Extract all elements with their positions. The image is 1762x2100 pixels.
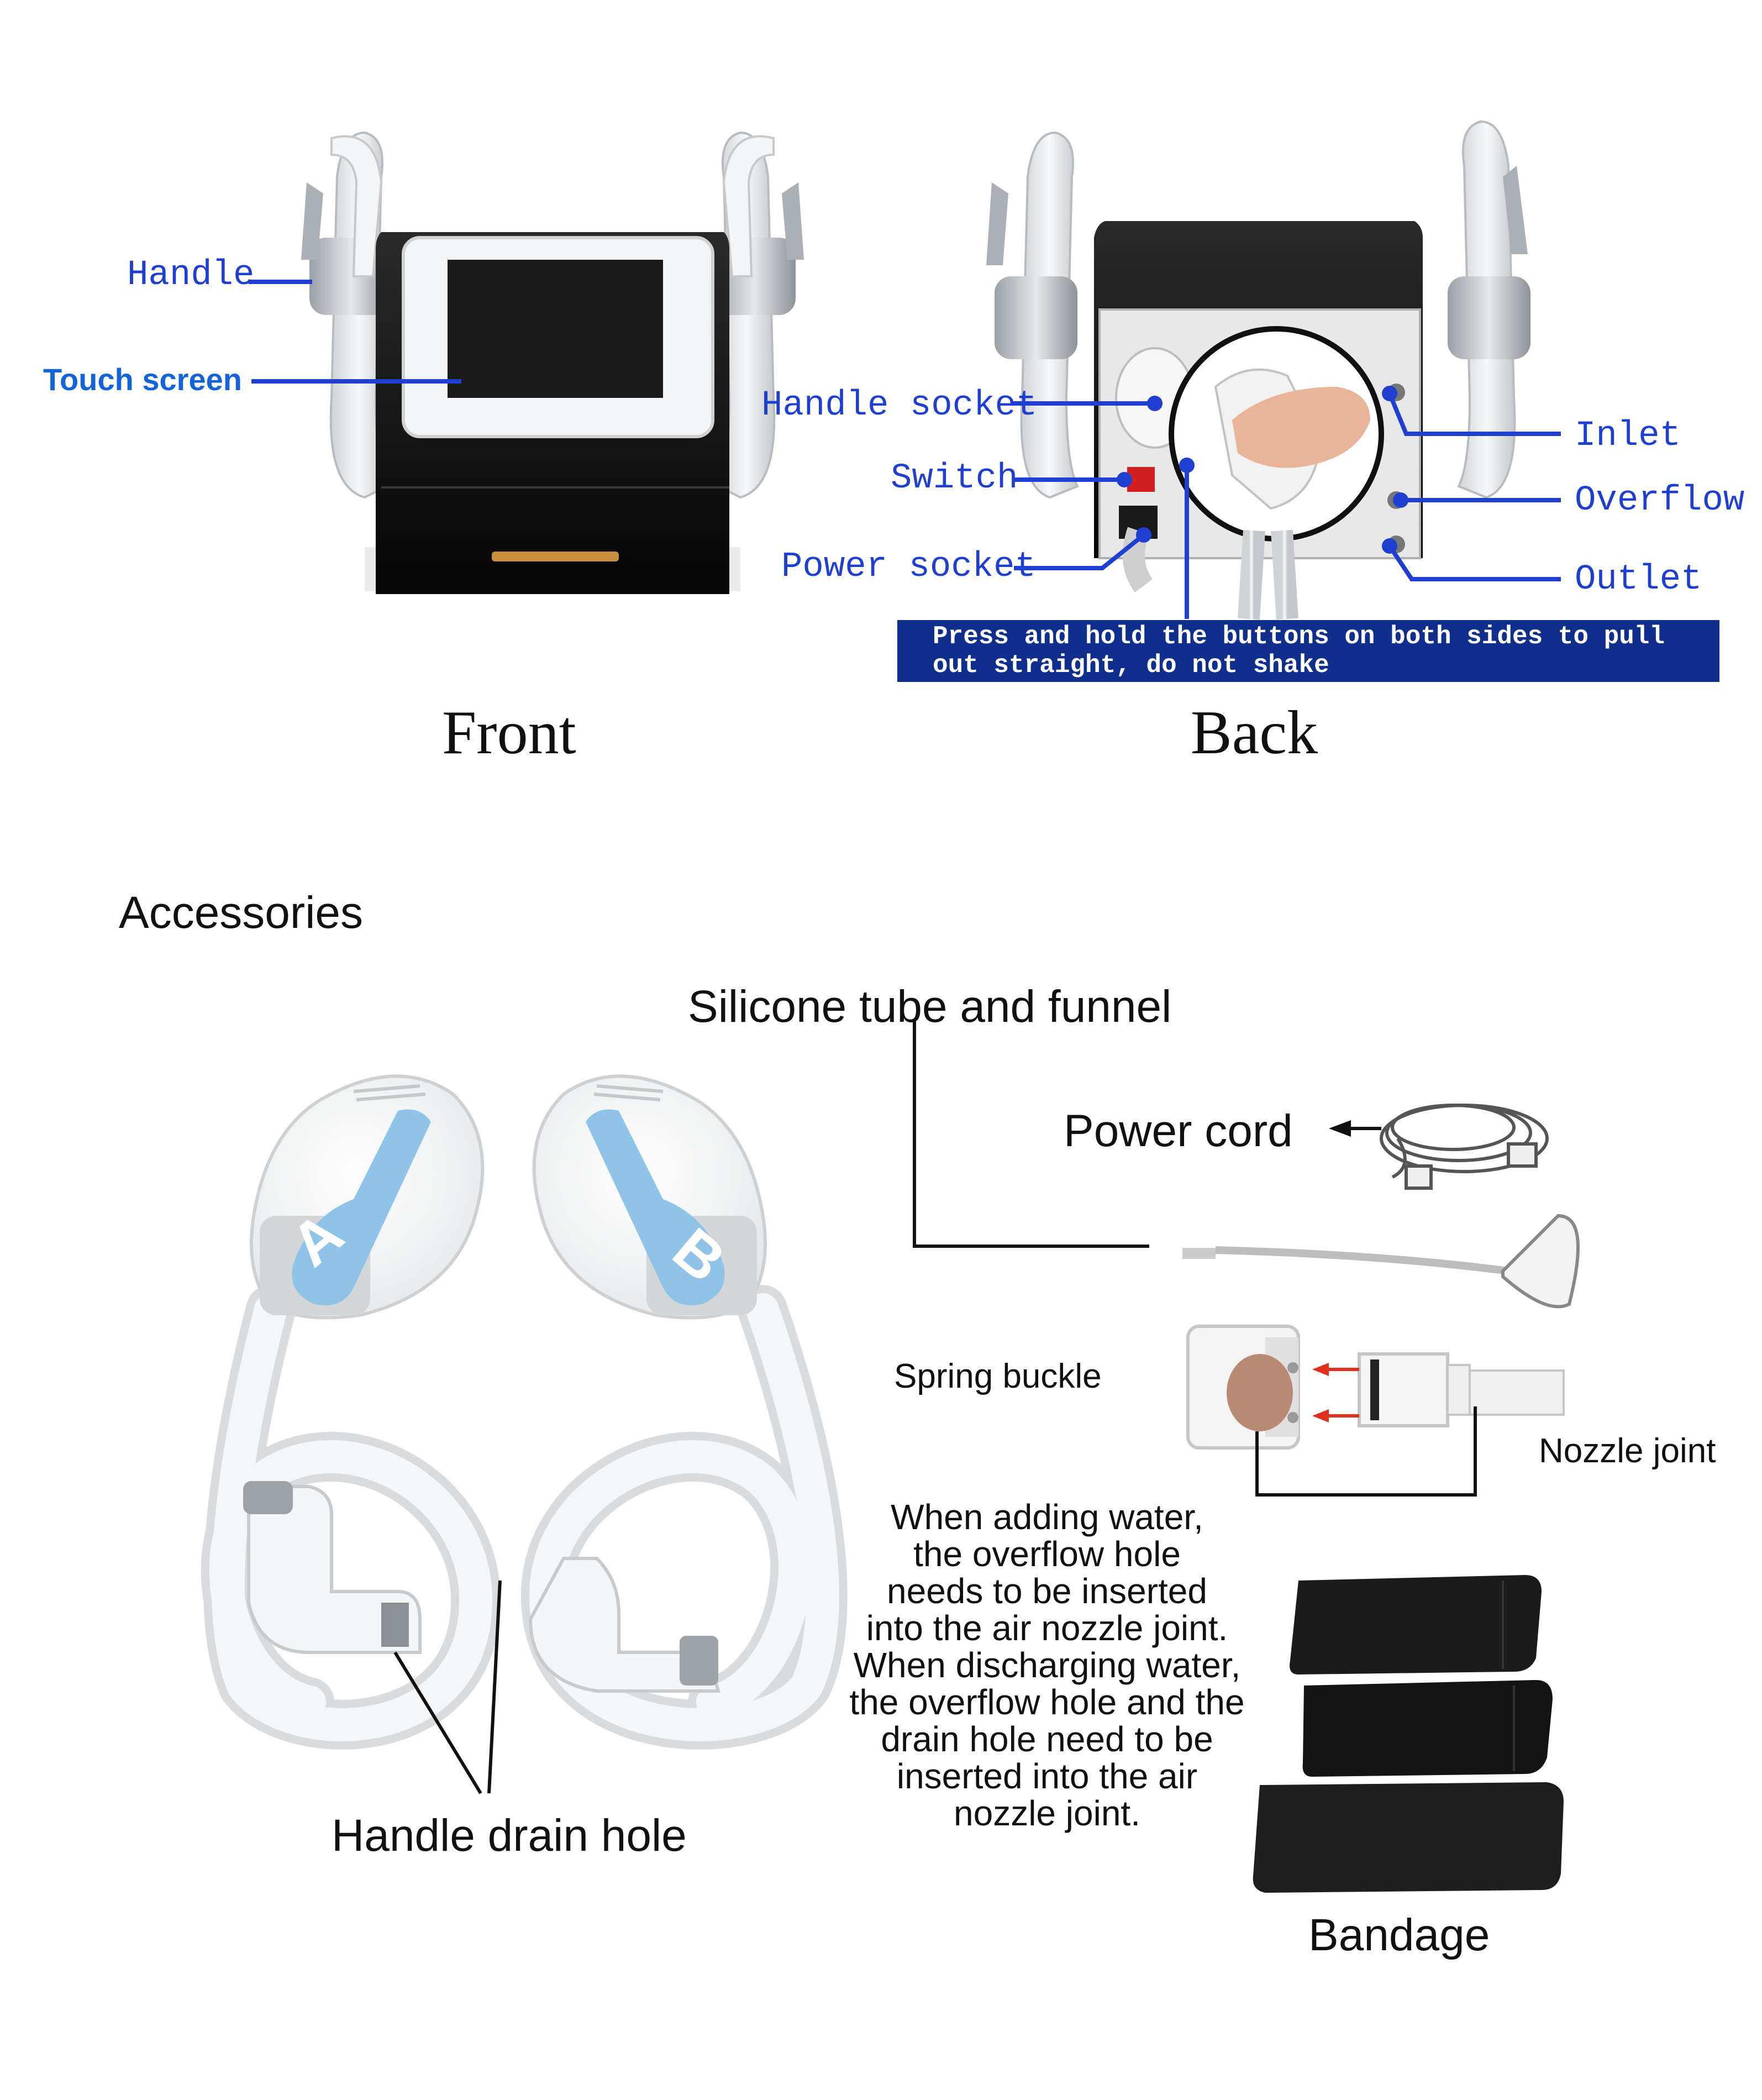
note-line: drain hole need to be [818, 1721, 1276, 1758]
label-overflow: Overflow [1575, 481, 1744, 521]
caption-back: Back [1191, 697, 1318, 769]
label-power-socket: Power socket [781, 547, 1036, 587]
label-silicone-tube: Silicone tube and funnel [688, 981, 1171, 1033]
banner-line-1: Press and hold the buttons on both sides… [933, 622, 1719, 651]
bandage-image [1253, 1575, 1564, 1893]
power-cord-arrow [1329, 1120, 1381, 1137]
note-line: the overflow hole and the [818, 1684, 1276, 1721]
handles-ab-image [226, 1076, 823, 1725]
note-line: needs to be inserted [818, 1573, 1276, 1610]
note-line: nozzle joint. [818, 1795, 1276, 1832]
label-outlet: Outlet [1575, 560, 1702, 600]
label-nozzle-joint: Nozzle joint [1539, 1431, 1716, 1471]
note-line: into the air nozzle joint. [818, 1610, 1276, 1647]
accessories-heading: Accessories [119, 887, 363, 939]
note-line: When adding water, [818, 1499, 1276, 1536]
label-bandage: Bandage [1308, 1909, 1490, 1961]
label-handle-drain-hole: Handle drain hole [332, 1810, 687, 1862]
water-instruction-note: When adding water, the overflow hole nee… [818, 1499, 1276, 1832]
nozzle-joint-image [1359, 1354, 1564, 1426]
touch-screen-display [448, 260, 663, 398]
front-machine-image [301, 133, 804, 594]
label-handle: Handle [127, 255, 254, 295]
banner-line-2: out straight, do not shake [933, 651, 1719, 680]
caption-front: Front [442, 697, 576, 769]
note-line: When discharging water, [818, 1647, 1276, 1684]
silicone-tube-funnel-image [1182, 1216, 1578, 1306]
handle-removal-banner: Press and hold the buttons on both sides… [897, 620, 1719, 682]
insert-arrows [1312, 1363, 1359, 1422]
power-cord-image [1381, 1105, 1547, 1188]
spring-buckle-image [1188, 1326, 1298, 1448]
label-touch-screen: Touch screen [43, 361, 242, 397]
label-spring-buckle: Spring buckle [894, 1357, 1102, 1396]
label-power-cord: Power cord [1064, 1105, 1293, 1157]
label-switch: Switch [891, 459, 1018, 498]
label-handle-socket: Handle socket [761, 386, 1037, 426]
label-inlet: Inlet [1575, 416, 1681, 456]
note-line: the overflow hole [818, 1536, 1276, 1573]
note-line: inserted into the air [818, 1758, 1276, 1795]
back-machine-image [986, 122, 1530, 619]
